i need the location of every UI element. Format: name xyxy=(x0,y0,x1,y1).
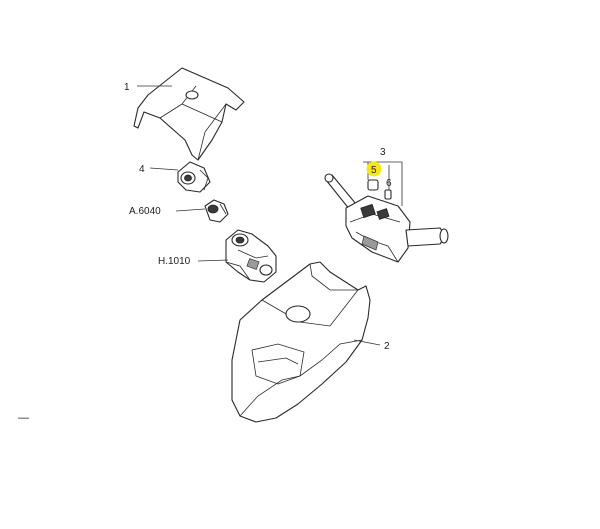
callout-2-label: 2 xyxy=(384,341,390,352)
ignition-switch-part xyxy=(225,229,277,283)
lock-cylinder-part xyxy=(204,199,229,223)
callout-4-label: 4 xyxy=(139,164,145,175)
lower-shroud-part xyxy=(231,261,371,423)
callout-1-label: 1 xyxy=(124,82,130,93)
callout-a6040-label: A.6040 xyxy=(129,206,161,217)
callout-h1010-label: H.1010 xyxy=(158,256,191,267)
callout-5-highlight xyxy=(366,161,382,177)
callout-3-label: 3 xyxy=(380,147,386,158)
callout-5-label: 5 xyxy=(371,165,377,176)
upper-shroud-part xyxy=(133,67,245,161)
lock-ring-part xyxy=(177,161,211,193)
combination-switch-part xyxy=(324,173,449,263)
callout-6-label: 6 xyxy=(386,178,392,189)
corner-mark: — xyxy=(18,412,29,424)
